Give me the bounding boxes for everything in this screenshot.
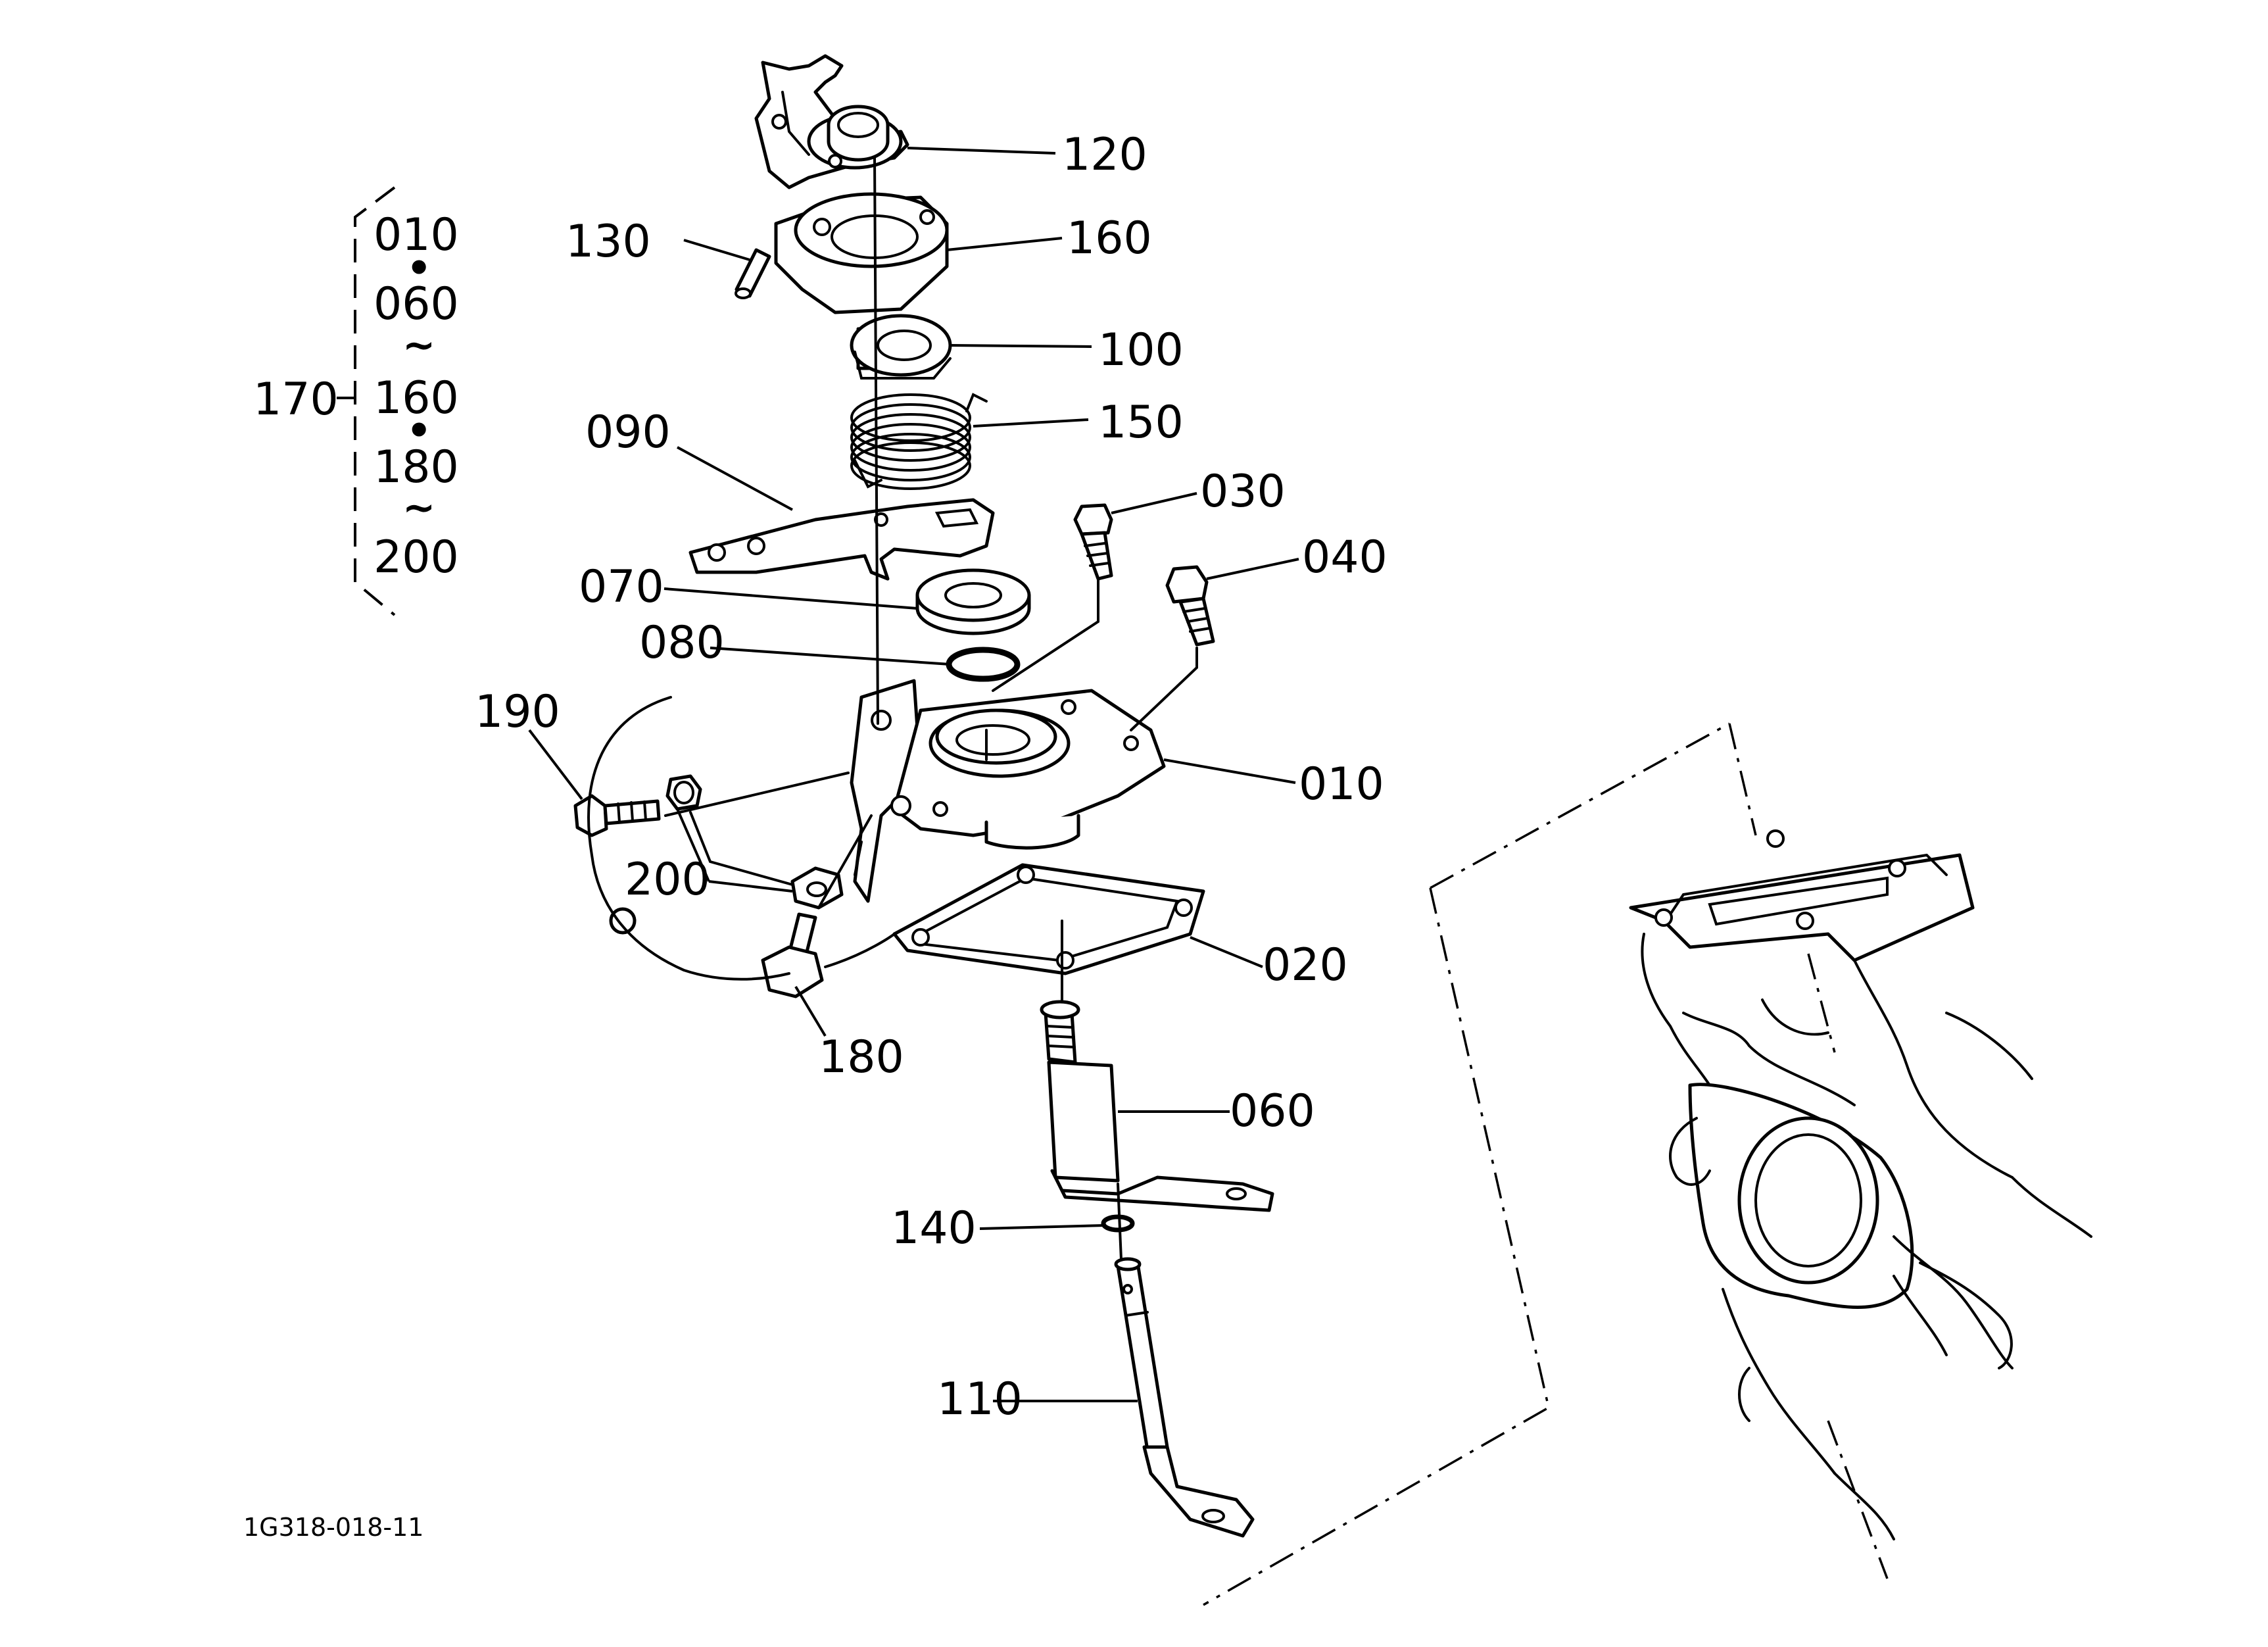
- group-separator-dot-2: •: [406, 408, 431, 454]
- assembly-axes: [664, 157, 1198, 1261]
- ball-plug: [609, 907, 637, 935]
- label-070: 070: [579, 561, 664, 613]
- part-010-housing: [850, 679, 1166, 903]
- part-180-bolt: [761, 912, 824, 998]
- label-100: 100: [1098, 324, 1184, 376]
- group-list: 170 010 • 060 ~ 160 • 180 ~ 200: [253, 209, 459, 583]
- group-member-010: 010: [374, 209, 459, 261]
- label-020: 020: [1263, 939, 1348, 991]
- part-labels: 120 130 160 100 150 090 030 040 070 080 …: [475, 129, 1387, 1425]
- part-110-shaft: [1114, 1257, 1255, 1538]
- label-120: 120: [1062, 129, 1147, 181]
- group-label-170: 170: [253, 374, 339, 426]
- part-200-nut-upper: [665, 774, 702, 811]
- label-010: 010: [1299, 758, 1384, 810]
- label-090: 090: [585, 406, 671, 458]
- label-190: 190: [475, 686, 560, 738]
- group-separator-dot-1: •: [406, 245, 431, 291]
- label-060: 060: [1230, 1085, 1315, 1137]
- part-100-nut: [850, 314, 952, 380]
- label-110: 110: [937, 1373, 1023, 1425]
- group-member-060: 060: [374, 278, 459, 330]
- group-bracket: [337, 186, 396, 616]
- part-060-shaft: [1040, 1000, 1274, 1212]
- leader-lines: [528, 147, 1299, 1402]
- part-150-spring: [850, 393, 988, 490]
- part-160-cam: [774, 192, 949, 314]
- label-140: 140: [891, 1202, 977, 1254]
- label-080: 080: [639, 617, 725, 669]
- label-160: 160: [1067, 212, 1152, 264]
- part-120-bracket: [754, 54, 909, 189]
- reference-code: 1G318-018-11: [243, 1513, 423, 1542]
- group-member-160: 160: [374, 372, 459, 424]
- group-member-180: 180: [374, 441, 459, 493]
- part-040-bolt: [1165, 565, 1215, 647]
- part-200-nut-lower: [790, 866, 844, 910]
- part-030-bolt: [1073, 503, 1113, 581]
- group-member-200: 200: [374, 531, 459, 583]
- label-150: 150: [1098, 397, 1184, 449]
- part-130-pin: [735, 248, 771, 299]
- label-040: 040: [1302, 531, 1387, 583]
- part-190-bolt: [573, 794, 661, 837]
- part-070-washer: [915, 568, 1031, 635]
- label-030: 030: [1200, 466, 1286, 518]
- label-130: 130: [566, 216, 651, 268]
- part-140-o-ring: [1101, 1214, 1135, 1233]
- label-180: 180: [819, 1031, 904, 1083]
- group-separator-tilde-2: ~: [402, 485, 435, 531]
- reference-lines: [1203, 722, 1889, 1606]
- label-200: 200: [625, 854, 710, 906]
- part-020-gasket: [892, 863, 1205, 975]
- part-190-loop: [587, 696, 896, 981]
- part-080-o-ring: [946, 647, 1021, 682]
- engine-housing: [1629, 829, 2092, 1540]
- part-090-lever: [688, 498, 995, 581]
- group-separator-tilde-1: ~: [402, 322, 435, 368]
